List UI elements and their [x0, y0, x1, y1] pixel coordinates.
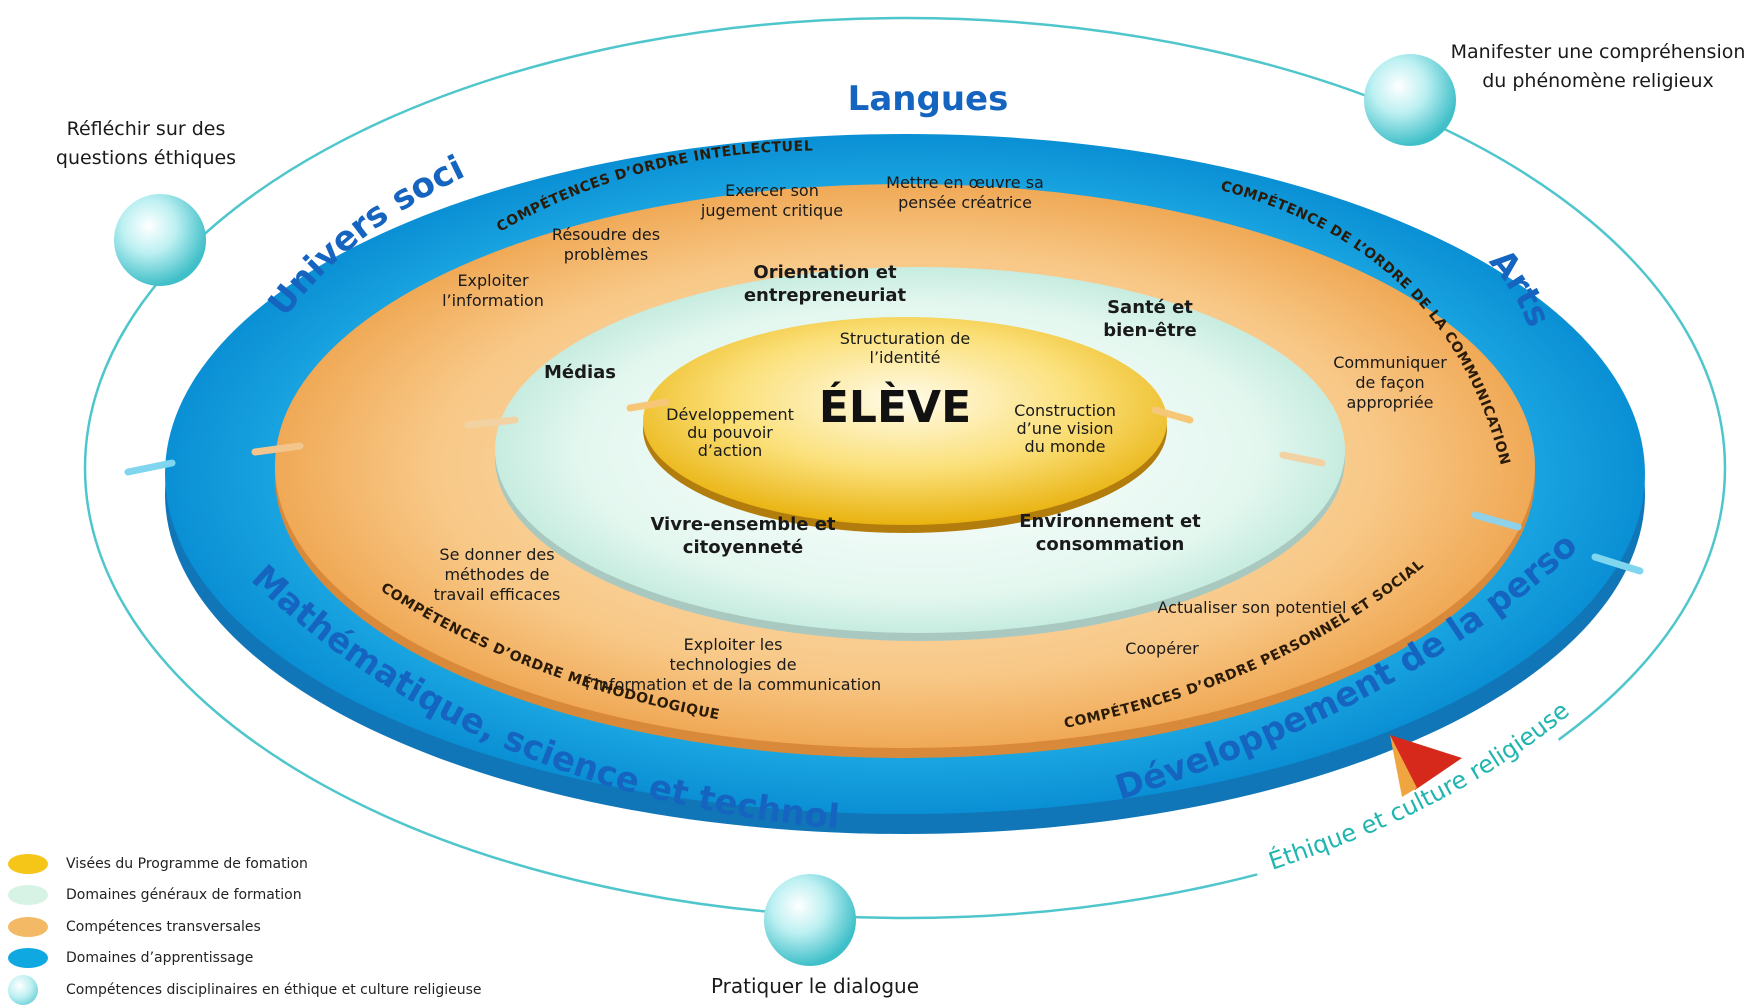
orbit-label-gap: [1212, 638, 1588, 942]
center-title: ÉLÈVE: [819, 380, 971, 433]
visees-core: [643, 317, 1167, 525]
legend-swatch: [8, 853, 48, 874]
arrow-icon: [464, 416, 519, 429]
legend-label: Domaines d’apprentissage: [66, 950, 254, 967]
da-langues: Langues: [848, 79, 1009, 119]
legend-label: Domaines généraux de formation: [66, 887, 302, 904]
arrow-icon: [124, 459, 176, 476]
ct-cooperer: Coopérer: [1125, 639, 1199, 658]
legend-swatch: [8, 974, 38, 1005]
arrow-icon: [626, 398, 670, 412]
sphere-manifester-icon: [1364, 54, 1456, 146]
arrow-icon: [1471, 511, 1522, 531]
legend-item: Compétences disciplinaires en éthique et…: [8, 974, 568, 1006]
pointer-arrow-icon: [1390, 735, 1462, 797]
arrow-icon: [1151, 406, 1194, 424]
legend-label: Compétences disciplinaires en éthique et…: [66, 981, 482, 998]
ethique-pratiquer: Pratiquer le dialogue: [711, 974, 919, 998]
double-arrows: [124, 398, 1644, 575]
sphere-pratiquer-icon: [764, 874, 856, 966]
legend-item: Compétences transversales: [8, 911, 568, 943]
legend-swatch: [8, 885, 48, 906]
dgf-medias: Médias: [544, 362, 616, 383]
arrow-icon: [1279, 451, 1326, 467]
arrow-icon: [251, 442, 304, 456]
ct-actualiser: Actualiser son potentiel: [1158, 598, 1347, 617]
legend-label: Compétences transversales: [66, 918, 261, 935]
legend-item: Domaines généraux de formation: [8, 880, 568, 912]
ethique-orbit: [83, 16, 1727, 920]
legend-swatch: [8, 916, 48, 937]
legend-item: Domaines d’apprentissage: [8, 943, 568, 975]
legend-item: Visées du Programme de fomation: [8, 848, 568, 880]
arrow-icon: [1591, 553, 1644, 575]
legend-swatch: [8, 948, 48, 969]
sphere-reflechir-icon: [114, 194, 206, 286]
legend-label: Visées du Programme de fomation: [66, 855, 308, 872]
